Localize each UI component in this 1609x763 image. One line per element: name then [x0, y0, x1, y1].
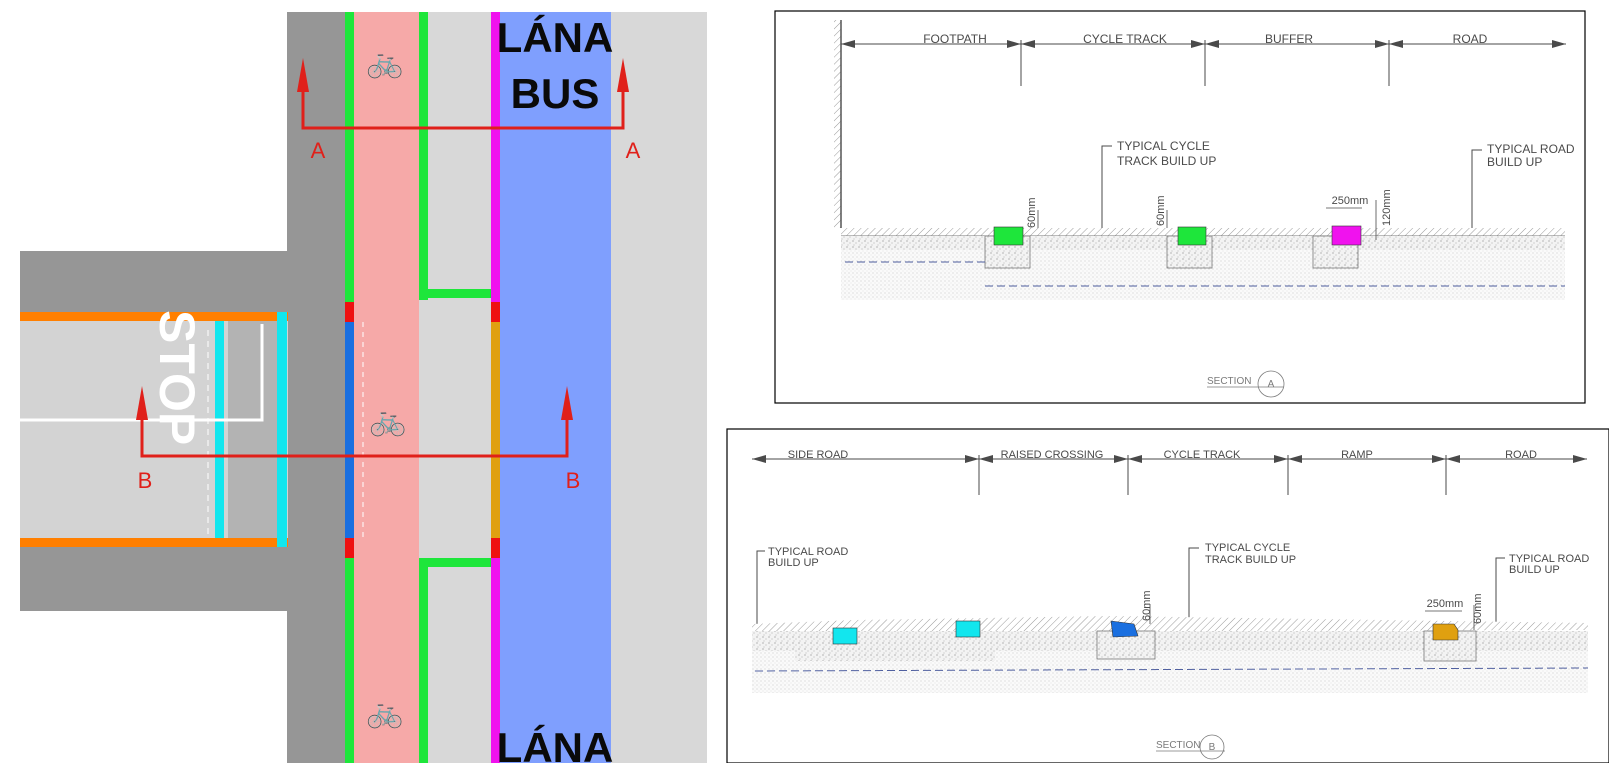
zone-label-side-road: SIDE ROAD	[788, 449, 849, 461]
zone-label-ramp: RAMP	[1341, 449, 1373, 461]
buffer	[419, 12, 491, 763]
green-kerb-buffer-h-bottom	[419, 558, 491, 567]
leader-cycle-a	[1101, 145, 1112, 230]
leader-road-a	[1471, 149, 1482, 236]
note-cycle-b-2: TRACK BUILD UP	[1205, 554, 1296, 566]
cycle-track	[345, 12, 419, 763]
zone-label-road: ROAD	[1453, 32, 1488, 46]
zone-label-road-b: ROAD	[1505, 449, 1537, 461]
red-block-right-bottom	[491, 538, 500, 558]
cyan-kerb-right	[277, 312, 287, 547]
bus-lane-text-2: BUS	[511, 70, 600, 117]
leader-cycle-b	[1188, 547, 1199, 620]
red-block-right-top	[491, 302, 500, 322]
bus-lane-text-bottom: LÁNA	[497, 724, 614, 763]
section-b-bubble	[1199, 734, 1225, 760]
stop-marking: STOP	[149, 310, 205, 445]
note-cycle-b-1: TYPICAL CYCLE	[1205, 542, 1290, 554]
magenta-kerb-section-a	[1331, 225, 1362, 246]
section-a-caption: SECTION	[1207, 376, 1251, 387]
magenta-kerb-top	[491, 12, 500, 302]
zone-label-buffer: BUFFER	[1265, 32, 1313, 46]
plan-view: STOP LÁNA BUS LÁNA 🚲 🚲 🚲	[12, 12, 707, 763]
arrow-b-right	[561, 386, 573, 420]
note-road-a-2: BUILD UP	[1487, 155, 1542, 169]
note-road-b-left-1: TYPICAL ROAD	[768, 546, 848, 558]
section-b-panel: SIDE ROAD RAISED CROSSING CYCLE TRACK RA…	[726, 428, 1609, 763]
bike-symbol-bottom: 🚲	[366, 695, 403, 730]
footpath-left-top	[287, 12, 345, 263]
blue-kerb-section-b	[1110, 620, 1139, 638]
arrow-a-right	[617, 58, 629, 92]
amber-kerb	[491, 322, 500, 538]
note-road-a-1: TYPICAL ROAD	[1487, 142, 1575, 156]
green-kerb-left-bottom	[345, 558, 354, 763]
leader-road-b-right	[1495, 557, 1505, 624]
red-block-left-top	[345, 302, 354, 322]
bus-lane	[500, 12, 611, 763]
arrow-b-left	[136, 386, 148, 420]
dim-b-60mm-1: 60mm	[1141, 590, 1153, 621]
section-a-letter: A	[1268, 379, 1275, 390]
dim-a-250mm: 250mm	[1332, 195, 1369, 207]
green-kerb-left-top	[345, 12, 354, 302]
amber-kerb-section-b	[1432, 623, 1459, 641]
leader-road-b-left	[756, 550, 765, 625]
dim-a-60mm-2: 60mm	[1155, 195, 1167, 226]
section-line-a: A A	[297, 58, 641, 163]
cyan-kerb-left	[215, 321, 224, 538]
note-road-b-right-2: BUILD UP	[1509, 564, 1560, 576]
dim-b-250mm: 250mm	[1427, 598, 1464, 610]
blue-kerb	[345, 322, 354, 538]
section-b-caption: SECTION	[1156, 740, 1200, 751]
orange-edge-top	[20, 312, 288, 321]
bike-symbol-top: 🚲	[366, 45, 403, 80]
dim-b-60mm-2: 60mm	[1472, 593, 1484, 624]
section-b-frame	[726, 428, 1609, 763]
section-b-left-label: B	[138, 468, 153, 493]
dim-a-120mm: 120mm	[1381, 189, 1393, 226]
cyan-kerb-section-b1	[832, 627, 858, 645]
green-kerb-section-a2	[1177, 226, 1207, 246]
magenta-kerb-bottom	[491, 558, 500, 763]
section-b-letter: B	[1209, 742, 1216, 753]
wall-hatch	[834, 20, 841, 228]
zone-label-cycle-track: CYCLE TRACK	[1083, 32, 1167, 46]
green-kerb-buffer-top	[419, 12, 428, 300]
section-a-right-label: A	[626, 138, 641, 163]
ramp-area	[228, 320, 278, 540]
note-road-b-left-2: BUILD UP	[768, 557, 819, 569]
zone-label-footpath: FOOTPATH	[923, 32, 987, 46]
zone-label-cycle-track-b: CYCLE TRACK	[1164, 449, 1241, 461]
section-a-left-label: A	[311, 138, 326, 163]
dim-a-60mm-1: 60mm	[1026, 197, 1038, 228]
section-a-panel: FOOTPATH CYCLE TRACK BUFFER ROAD TYPICAL…	[774, 10, 1586, 404]
green-kerb-buffer-h-top	[419, 289, 491, 298]
zone-label-raised-crossing: RAISED CROSSING	[1001, 449, 1104, 461]
bike-symbol-middle: 🚲	[369, 403, 406, 438]
red-block-left-bottom	[345, 538, 354, 558]
footpath-right	[611, 12, 707, 763]
note-cycle-a-2: TRACK BUILD UP	[1117, 154, 1216, 168]
bus-lane-text-1: LÁNA	[497, 14, 614, 61]
green-kerb-buffer-bottom	[419, 558, 428, 763]
cyan-kerb-section-b2	[955, 620, 981, 638]
section-line-b: B B	[136, 386, 580, 493]
arrow-a-left	[297, 58, 309, 92]
section-a-frame	[774, 10, 1586, 404]
note-road-b-right-1: TYPICAL ROAD	[1509, 553, 1589, 565]
section-b-right-label: B	[566, 468, 581, 493]
membrane-line-b	[754, 667, 1589, 672]
footpath-left-bottom	[287, 600, 345, 763]
section-a-bubble	[1257, 370, 1285, 398]
green-kerb-section-a1	[993, 226, 1024, 246]
orange-edge-bottom	[20, 538, 288, 547]
note-cycle-a-1: TYPICAL CYCLE	[1117, 139, 1210, 153]
